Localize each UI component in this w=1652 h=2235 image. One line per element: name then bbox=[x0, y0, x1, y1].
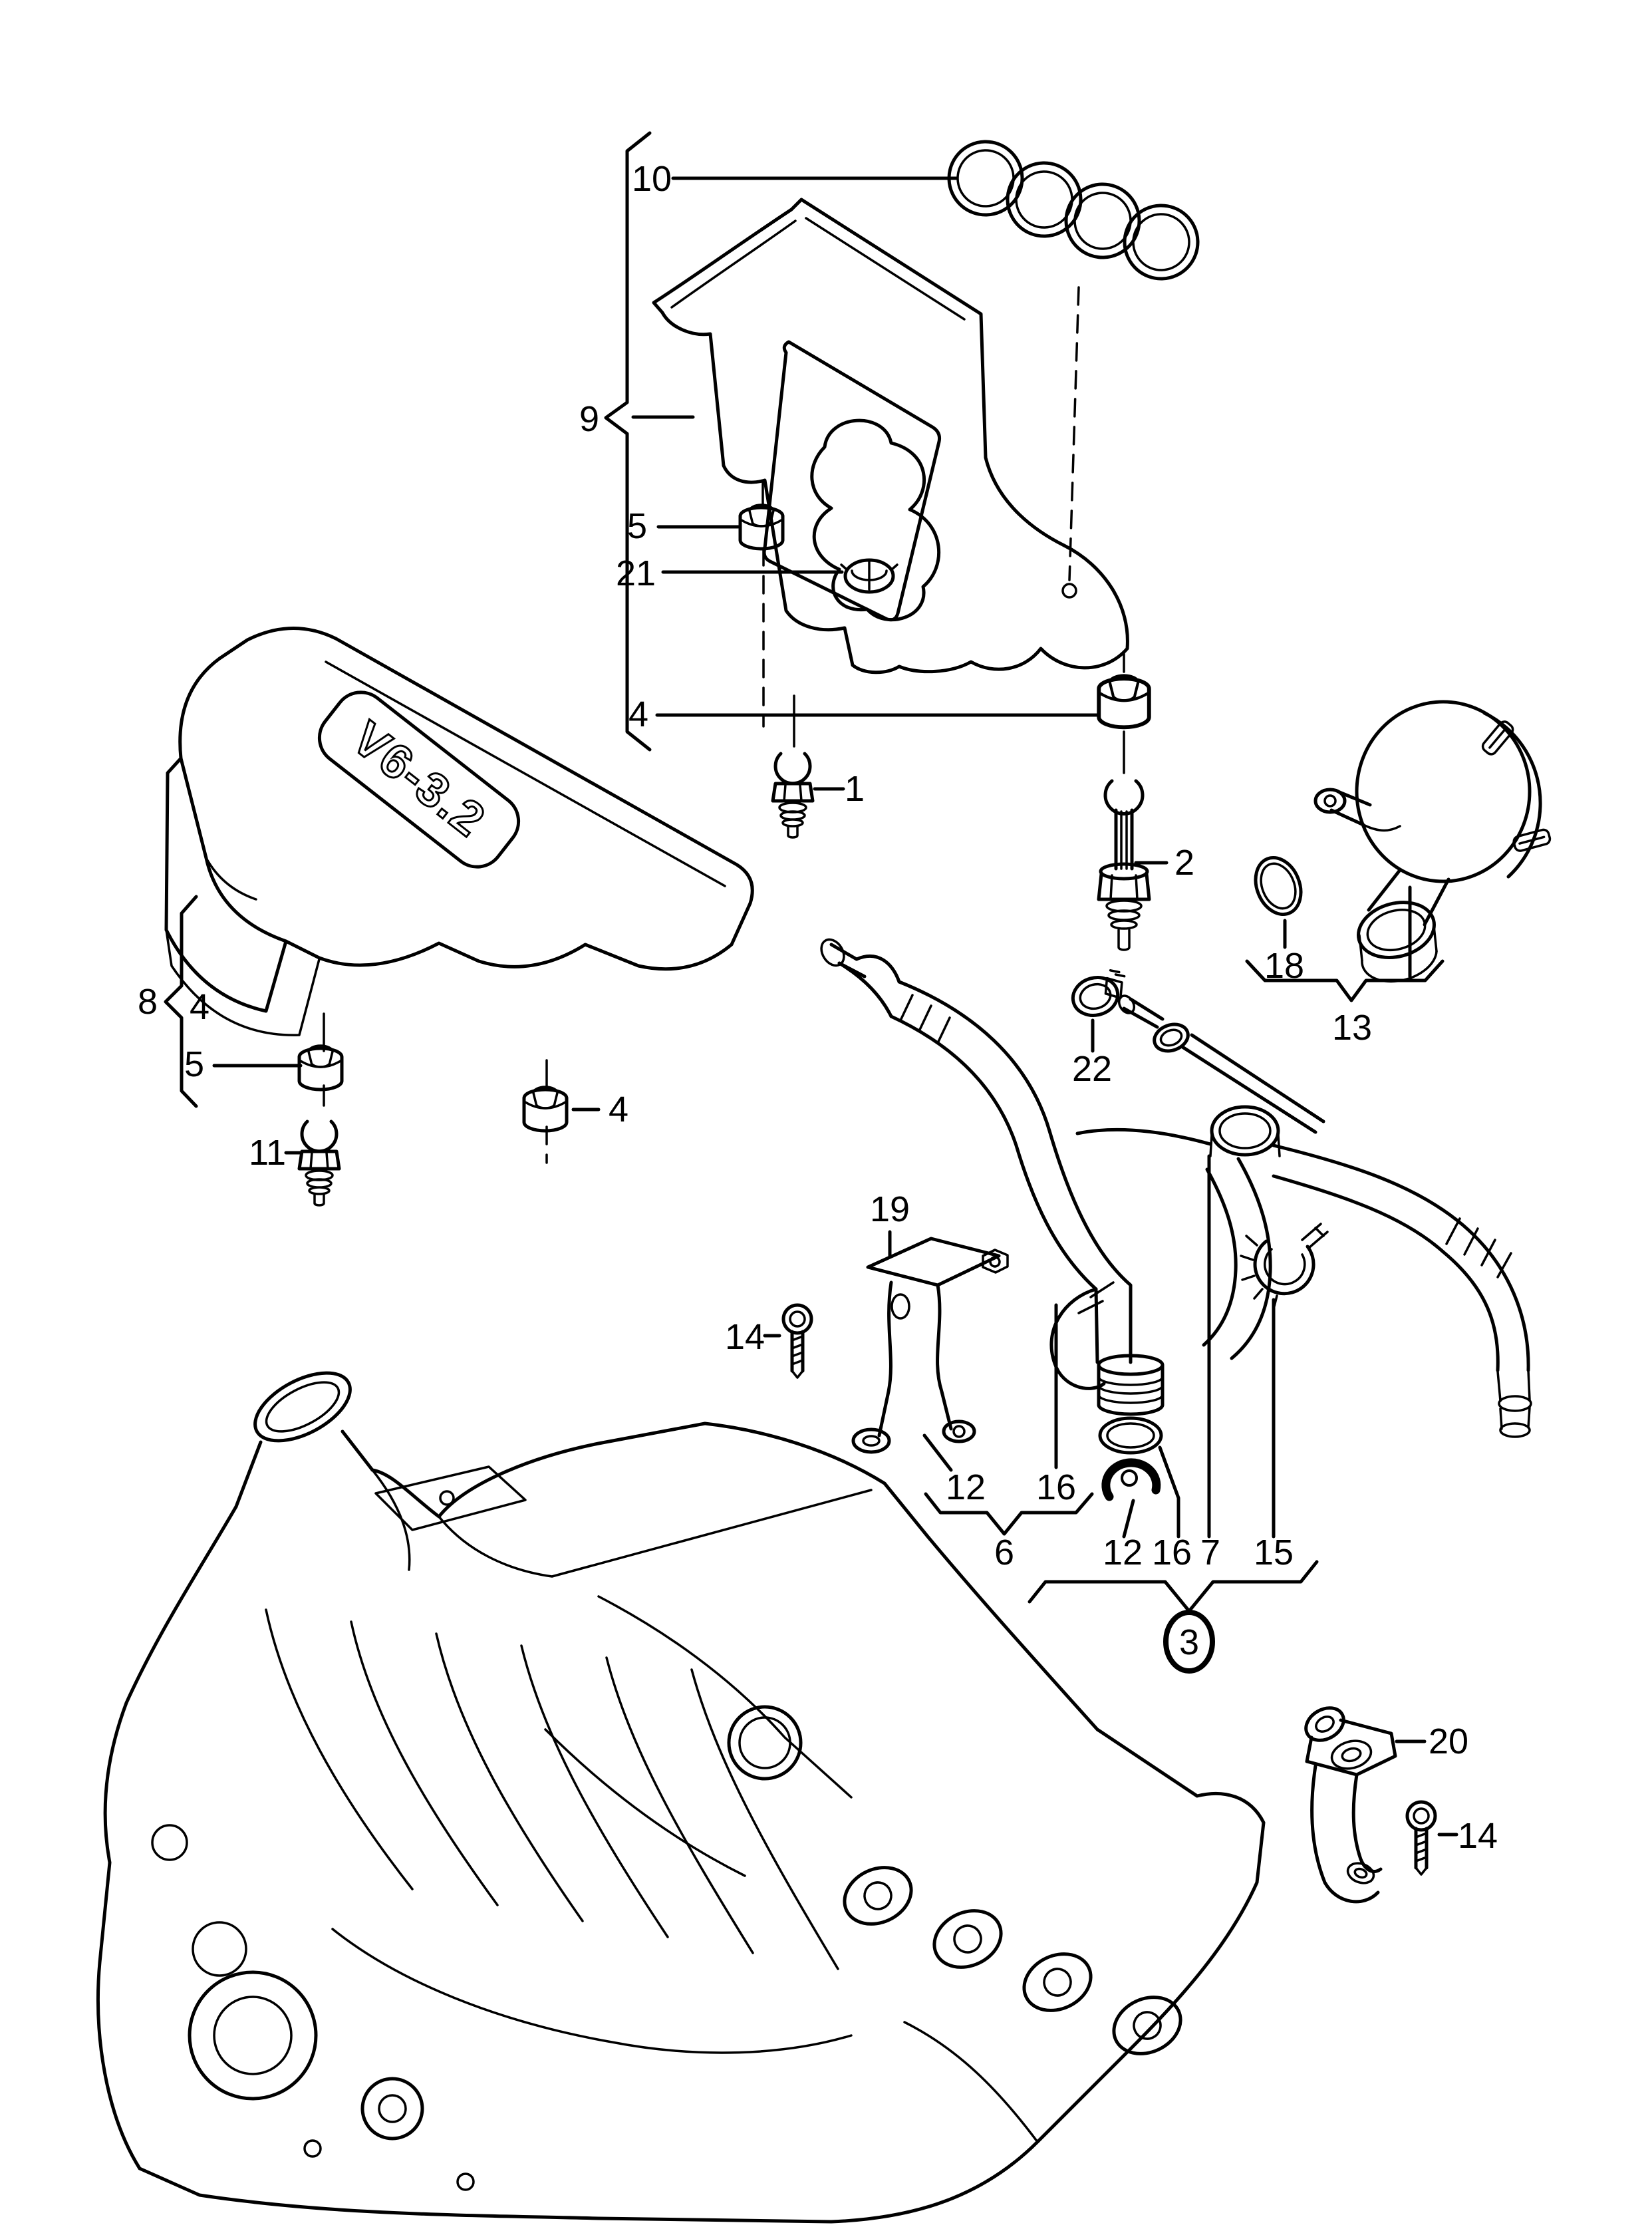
callout-4-left-side[interactable]: 4 bbox=[609, 1090, 628, 1129]
o-ring-18 bbox=[1254, 855, 1303, 917]
bracket-6-line bbox=[924, 1492, 1094, 1536]
engine-cover-top bbox=[652, 198, 1129, 674]
callout-3[interactable]: 3 bbox=[1179, 1622, 1199, 1662]
callout-4-top[interactable]: 4 bbox=[628, 694, 648, 734]
breather-hose-rear-7 bbox=[1075, 1105, 1532, 1438]
highlighted-callout-3[interactable]: 3 bbox=[1163, 1610, 1215, 1674]
grommet-5-left bbox=[299, 1046, 342, 1090]
callout-22[interactable]: 22 bbox=[1072, 1049, 1112, 1089]
callout-11[interactable]: 11 bbox=[249, 1133, 286, 1173]
pressure-valve-13 bbox=[1313, 700, 1552, 983]
grommet-4-left bbox=[524, 1087, 567, 1131]
bracket-top-cover-group bbox=[604, 131, 1099, 752]
bracket-20 bbox=[1304, 1706, 1397, 1904]
callout-10[interactable]: 10 bbox=[632, 159, 672, 199]
callout-5-left[interactable]: 5 bbox=[184, 1044, 204, 1084]
clip-21 bbox=[840, 558, 898, 594]
callout-7[interactable]: 7 bbox=[1200, 1533, 1220, 1572]
bracket-9-10-line bbox=[604, 131, 652, 752]
callout-20[interactable]: 20 bbox=[1429, 1721, 1468, 1761]
assembly-line-rings-to-cover bbox=[1068, 286, 1080, 581]
bolt-2 bbox=[1097, 779, 1151, 951]
red-circle[interactable] bbox=[1163, 1610, 1215, 1674]
bushing-4-top bbox=[1099, 675, 1149, 727]
callout-14-left[interactable]: 14 bbox=[725, 1317, 765, 1357]
screw-14-left bbox=[783, 1305, 811, 1378]
breather-hose-front-6 bbox=[820, 938, 1165, 1416]
ball-stud-11 bbox=[299, 1121, 339, 1205]
callout-19[interactable]: 19 bbox=[870, 1189, 910, 1229]
hose-clamp-22 bbox=[1071, 969, 1126, 1017]
leader-line-16b bbox=[1158, 1445, 1180, 1539]
engine-cover-left: V6-3.2 bbox=[164, 627, 754, 1036]
callout-21[interactable]: 21 bbox=[616, 553, 656, 593]
callout-16-b[interactable]: 16 bbox=[1152, 1533, 1192, 1572]
engine-block bbox=[96, 1371, 1266, 2224]
callout-4-left-bracket[interactable]: 4 bbox=[190, 987, 209, 1027]
retaining-clip-12 bbox=[1101, 1458, 1161, 1501]
audi-rings-emblem bbox=[947, 140, 1200, 281]
bracket-13-line bbox=[1245, 959, 1445, 1002]
callout-15[interactable]: 15 bbox=[1254, 1533, 1294, 1572]
bracket-left-cover-group bbox=[164, 895, 198, 1108]
callout-12-b[interactable]: 12 bbox=[1103, 1533, 1143, 1572]
callout-5-top[interactable]: 5 bbox=[627, 506, 647, 546]
callout-2[interactable]: 2 bbox=[1174, 843, 1194, 883]
callout-12-a[interactable]: 12 bbox=[946, 1467, 986, 1507]
bracket-8-line bbox=[164, 895, 198, 1108]
ball-stud-1 bbox=[773, 694, 813, 837]
o-ring-16 bbox=[1098, 1416, 1163, 1455]
callout-1[interactable]: 1 bbox=[845, 769, 865, 809]
callout-8[interactable]: 8 bbox=[138, 982, 158, 1022]
callout-16-a[interactable]: 16 bbox=[1036, 1467, 1076, 1507]
leader-line-12b bbox=[1122, 1499, 1135, 1539]
callout-9[interactable]: 9 bbox=[579, 399, 599, 439]
bracket-19 bbox=[851, 1237, 1009, 1454]
spring-clamp-15 bbox=[1240, 1223, 1329, 1308]
screw-14-right bbox=[1407, 1802, 1435, 1874]
dipstick-guide-tube bbox=[1117, 994, 1325, 1134]
callout-13[interactable]: 13 bbox=[1332, 1008, 1372, 1048]
leader-line-12a bbox=[922, 1433, 953, 1472]
callout-6[interactable]: 6 bbox=[994, 1533, 1014, 1572]
callout-14-right[interactable]: 14 bbox=[1458, 1816, 1498, 1856]
